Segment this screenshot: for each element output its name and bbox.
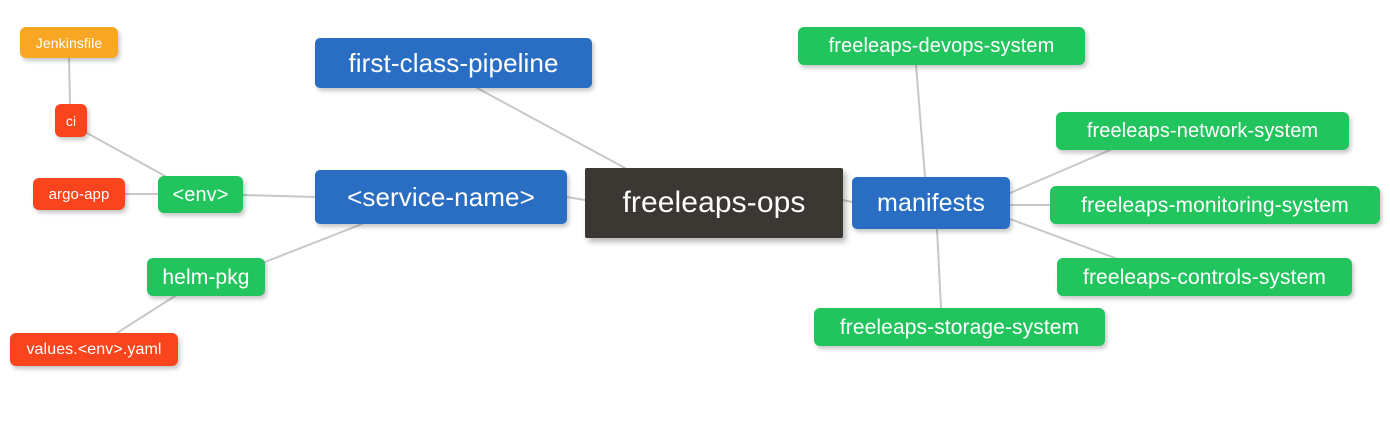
mindmap-node-freeleaps-storage-system[interactable]: freeleaps-storage-system bbox=[814, 308, 1105, 346]
edge-service-name-to-freeleaps-ops bbox=[566, 196, 586, 201]
mindmap-node-freeleaps-network-system[interactable]: freeleaps-network-system bbox=[1056, 112, 1349, 150]
mindmap-node-freeleaps-devops-system[interactable]: freeleaps-devops-system bbox=[798, 27, 1085, 65]
mindmap-node-manifests[interactable]: manifests bbox=[852, 177, 1010, 229]
edge-manifests-to-freeleaps-storage-system bbox=[936, 228, 942, 309]
mindmap-node-freeleaps-controls-system[interactable]: freeleaps-controls-system bbox=[1057, 258, 1352, 296]
mindmap-node-service-name[interactable]: <service-name> bbox=[315, 170, 567, 224]
edge-manifests-to-freeleaps-controls-system bbox=[1009, 218, 1116, 259]
edge-freeleaps-ops-to-manifests bbox=[842, 199, 853, 203]
mindmap-node-argo-app[interactable]: argo-app bbox=[33, 178, 125, 210]
edge-ci-to-env bbox=[86, 132, 166, 177]
mindmap-node-env[interactable]: <env> bbox=[158, 176, 243, 213]
mindmap-node-freeleaps-monitoring-system[interactable]: freeleaps-monitoring-system bbox=[1050, 186, 1380, 224]
mindmap-node-helm-pkg[interactable]: helm-pkg bbox=[147, 258, 265, 296]
edge-env-to-service-name bbox=[242, 194, 316, 198]
edge-jenkinsfile-to-ci bbox=[68, 57, 71, 105]
edge-service-name-to-helm-pkg bbox=[264, 223, 363, 263]
edge-first-class-pipeline-to-freeleaps-ops bbox=[476, 87, 626, 169]
edge-manifests-to-freeleaps-devops-system bbox=[915, 64, 926, 178]
mindmap-node-freeleaps-ops[interactable]: freeleaps-ops bbox=[585, 168, 843, 238]
edge-helm-pkg-to-values-env-yaml bbox=[116, 295, 176, 334]
mindmap-node-first-class-pipeline[interactable]: first-class-pipeline bbox=[315, 38, 592, 88]
mindmap-node-values-env-yaml[interactable]: values.<env>.yaml bbox=[10, 333, 178, 366]
mindmap-node-ci[interactable]: ci bbox=[55, 104, 87, 137]
mindmap-node-jenkinsfile[interactable]: Jenkinsfile bbox=[20, 27, 118, 58]
